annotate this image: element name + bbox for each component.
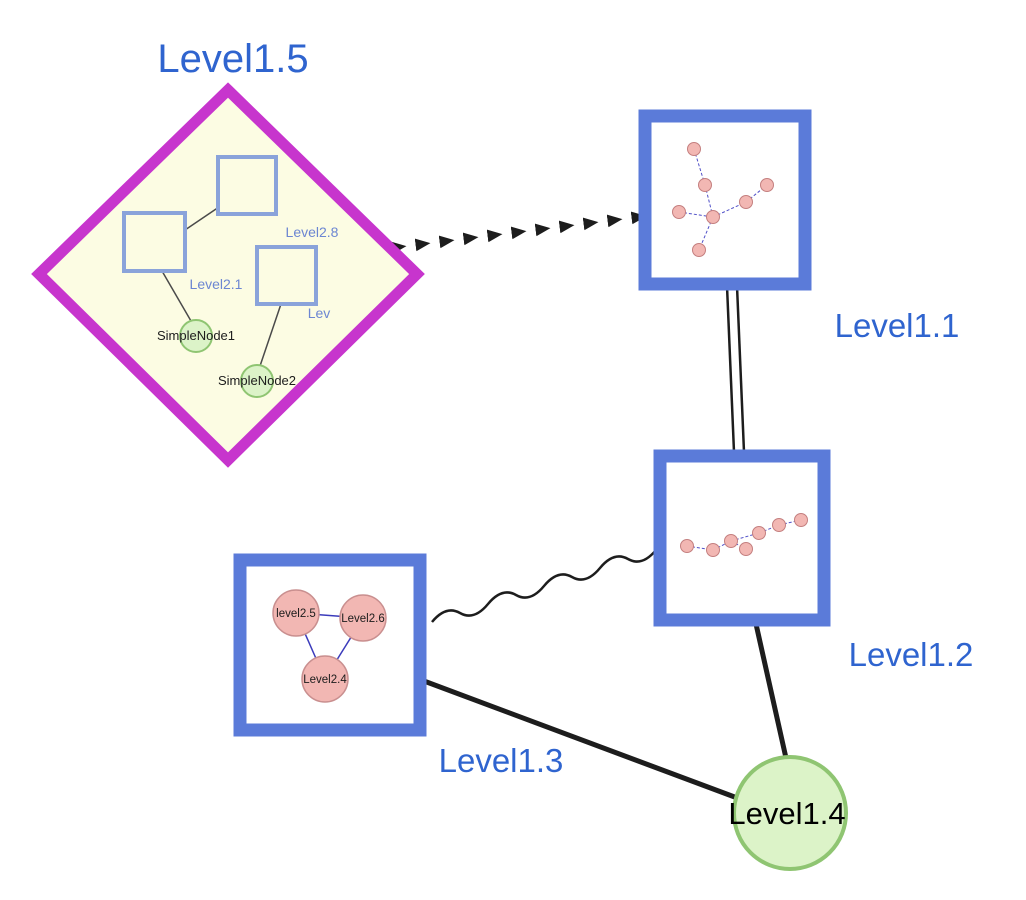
level11-mini-network xyxy=(672,142,774,257)
edge-level11-level12[interactable] xyxy=(725,285,746,453)
node-simplenode2[interactable] xyxy=(240,364,274,398)
level11-label: Level1.1 xyxy=(835,307,960,344)
mini-node[interactable] xyxy=(706,543,720,557)
mini-node[interactable] xyxy=(698,178,712,192)
level13-rect[interactable] xyxy=(233,553,427,737)
level26-label: Level2.6 xyxy=(341,613,384,625)
edge-level13-level14[interactable] xyxy=(421,678,743,802)
mini-node[interactable] xyxy=(752,526,766,540)
simplenode1-label: SimpleNode1 xyxy=(157,328,235,343)
edge-level15-level11[interactable] xyxy=(390,211,647,255)
mini-node[interactable] xyxy=(794,513,808,527)
mini-node[interactable] xyxy=(706,210,720,224)
mini-edge[interactable] xyxy=(778,519,802,526)
node-simplenode1[interactable] xyxy=(179,319,213,353)
mini-node[interactable] xyxy=(739,542,753,556)
node-level24[interactable] xyxy=(301,655,349,703)
node-level28-square[interactable] xyxy=(216,155,278,216)
mini-node[interactable] xyxy=(692,243,706,257)
inner-edge-level21-level28[interactable] xyxy=(184,206,220,231)
double-edge-line-1[interactable] xyxy=(725,285,736,453)
node-level25[interactable] xyxy=(272,589,320,637)
inner-edge-lev-simplenode2[interactable] xyxy=(259,303,282,367)
dashed-arrow-edge[interactable] xyxy=(390,211,647,255)
mini-node[interactable] xyxy=(687,142,701,156)
level14-label: Level1.4 xyxy=(728,796,845,831)
level24-label: Level2.4 xyxy=(303,674,347,686)
level12-mini-network xyxy=(680,513,808,557)
double-edge-line-2[interactable] xyxy=(735,285,746,453)
mini-node[interactable] xyxy=(772,518,786,532)
mini-node[interactable] xyxy=(760,178,774,192)
mini-node[interactable] xyxy=(739,195,753,209)
mini-node[interactable] xyxy=(672,205,686,219)
node-level14[interactable]: Level1.4 xyxy=(728,755,848,871)
lev-label: Lev xyxy=(308,305,331,321)
node-level13-group[interactable]: level2.5 Level2.6 Level2.4 xyxy=(233,553,427,737)
edge-level12-level14[interactable] xyxy=(753,621,789,761)
level15-label: Level1.5 xyxy=(157,37,308,81)
mini-node[interactable] xyxy=(680,539,694,553)
node-level15-group[interactable]: Level2.8 Level2.1 Lev SimpleNode1 Simple… xyxy=(31,82,425,468)
level21-label: Level2.1 xyxy=(190,276,243,292)
level28-label: Level2.8 xyxy=(286,224,339,240)
level14-circle[interactable] xyxy=(732,755,848,871)
node-level26[interactable] xyxy=(339,594,387,642)
inner-edge-level21-simplenode1[interactable] xyxy=(161,270,192,322)
edge-level13-level12[interactable] xyxy=(431,549,657,623)
node-level21-square[interactable] xyxy=(122,211,187,273)
level15-diamond-shape[interactable] xyxy=(31,82,425,468)
simplenode2-label: SimpleNode2 xyxy=(218,373,296,388)
level12-label: Level1.2 xyxy=(849,636,974,673)
level25-label: level2.5 xyxy=(276,608,316,620)
node-lev-square[interactable] xyxy=(255,245,318,306)
level13-label: Level1.3 xyxy=(439,742,564,779)
node-level12-group[interactable] xyxy=(653,449,831,627)
mini-node[interactable] xyxy=(724,534,738,548)
level11-rect[interactable] xyxy=(638,109,812,291)
node-level11-group[interactable] xyxy=(638,109,812,291)
